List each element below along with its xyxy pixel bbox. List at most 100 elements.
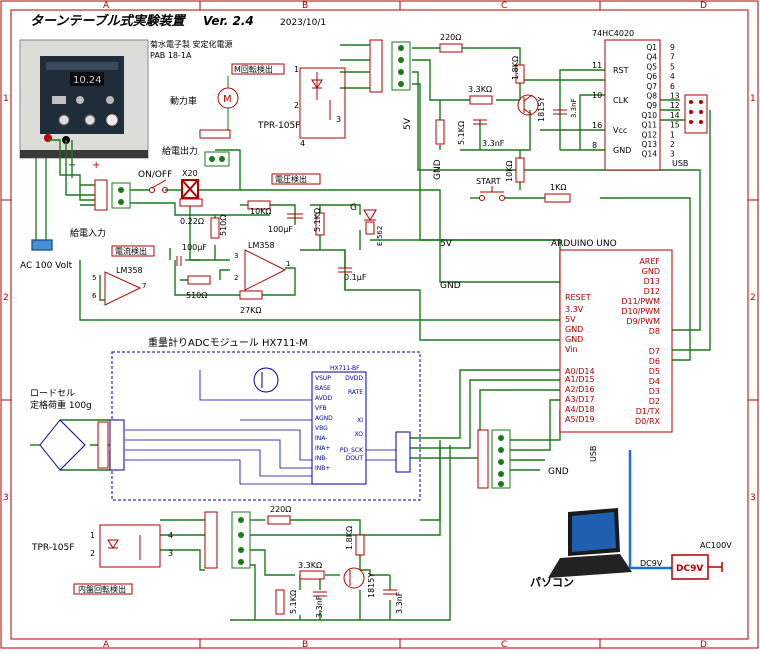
cap-3-3n-top <box>473 119 487 125</box>
tpr-105f-top <box>299 67 346 139</box>
arduino-pin-left: A4/D18 <box>565 405 595 414</box>
adc-module-box <box>111 351 421 501</box>
ic4020-q-pin-name: Q1 <box>646 43 657 52</box>
resistor-3-3k-bot <box>299 570 325 580</box>
ic4020-q-pin-name: Q14 <box>642 150 658 159</box>
voltage-detect-box <box>271 173 321 185</box>
hx711-pin-right: PD_SCK <box>340 447 364 454</box>
arduino-pin-right: D9/PWM <box>626 317 660 326</box>
tpr-105f-bottom <box>99 524 161 568</box>
resistor-1k-start-value: 1KΩ <box>550 183 566 192</box>
ic4020-q-pin-name: Q10 <box>642 111 658 120</box>
arduino-pin-right: D3 <box>649 387 660 396</box>
border-col-b-bottom: B <box>302 640 308 650</box>
ic4020-q-pin-name: Q7 <box>646 82 657 91</box>
current-detect-label: 電流検出 <box>115 246 147 256</box>
mid-connector <box>477 429 511 489</box>
cap-3-3n-bot <box>313 591 327 597</box>
rated-load-label: 定格荷重 100g <box>30 399 92 411</box>
ic4020-q-pin-num: 4 <box>670 72 675 81</box>
page-title: ターンテーブル式実験装置 <box>30 13 187 29</box>
arduino-pin-left: A2/D16 <box>565 385 595 394</box>
ic4020-q-pin-name: Q13 <box>642 140 658 149</box>
tpr-top-pin2: 2 <box>294 101 299 110</box>
arduino-pin-left: A3/D17 <box>565 395 595 404</box>
start-button[interactable] <box>479 186 505 201</box>
border-col-c-top: C <box>501 1 507 11</box>
arduino-pin-right: D8 <box>649 327 660 336</box>
arduino-pin-left: Vin <box>565 345 578 354</box>
arduino-pin-right: D13 <box>644 277 660 286</box>
resistor-3-3k-top <box>469 95 493 105</box>
cap-0-1u-value: 0.1μF <box>344 273 367 282</box>
resistor-1-8k-bot <box>355 534 365 556</box>
arduino-pin-left: GND <box>565 335 583 344</box>
arduino-pin-right: D6 <box>649 357 660 366</box>
loadcell-label: ロードセル <box>30 388 75 399</box>
ic4020-q-pin-num: 9 <box>670 43 675 52</box>
ic4020-q-pin-num: 6 <box>670 82 675 91</box>
tpr-top-pin4: 4 <box>300 139 305 148</box>
ic4020-q-pin-name: Q4 <box>646 53 657 62</box>
resistor-3-3k-top-value: 3.3KΩ <box>468 85 492 94</box>
resistor-0-22-value: 0.22Ω <box>180 217 204 226</box>
ic4020-q-pin-num: 15 <box>670 121 680 130</box>
x20-label: X20 <box>182 169 198 178</box>
ic4020-q-pin-num: 1 <box>670 130 675 139</box>
psu-photo: 10.24 <box>19 39 149 159</box>
gnd-adc-label: GND <box>548 467 569 477</box>
motor: M <box>199 76 239 139</box>
arduino-pin-left: A1/D15 <box>565 375 595 384</box>
lm358-second-label: LM358 <box>116 266 143 275</box>
ic4020-q-pin-name: Q12 <box>642 130 658 139</box>
hx711-pin-left: AGND <box>315 415 333 422</box>
cap-100u-b <box>176 256 182 266</box>
ic4020-pin-num: 11 <box>592 61 602 70</box>
v5-mid-label: 5V <box>440 239 453 249</box>
hx711-pin-right: XO <box>355 431 364 438</box>
lm358-pin6: 6 <box>92 292 97 300</box>
arduino-pin-right: D2 <box>649 397 660 406</box>
inner-rot-box <box>73 583 133 595</box>
arduino-pin-right: D10/PWM <box>621 307 660 316</box>
hx711-pin-left: INA+ <box>315 445 330 452</box>
motor-symbol: M <box>223 94 232 105</box>
ic4020-q-pin-num: 13 <box>670 92 680 101</box>
ac-plug <box>31 158 53 251</box>
arduino-pin-left: A0/D14 <box>565 367 595 376</box>
resistor-10k-div <box>247 200 271 210</box>
ic4020-q-pin-num: 5 <box>670 62 675 71</box>
resistor-5-1k-bot-value: 5.1KΩ <box>289 590 298 614</box>
ic4020-q-pin-name: Q5 <box>646 62 657 71</box>
cap-3-3n-bot2 <box>383 589 397 595</box>
resistor-220-top <box>439 43 463 53</box>
psu-maker: 菊水電子製 安定化電源 <box>150 39 233 49</box>
resistor-5-1k-div-value: 5.1KΩ <box>313 208 322 232</box>
ic4020-pin-name: RST <box>613 66 629 75</box>
feed-out-label: 給電出力 <box>162 145 198 157</box>
power-input-label: 給電入力 <box>70 227 106 239</box>
on-off-switch[interactable] <box>149 179 168 193</box>
ic4020-q-pin-num: 12 <box>670 101 680 110</box>
resistor-1-8k-top-value: 1.8KΩ <box>511 56 520 80</box>
dc9v-adapter-label: DC9V <box>676 564 703 574</box>
transistor-bottom-value: 1815Y <box>367 573 376 598</box>
adc-connector-left <box>97 419 125 471</box>
resistor-5-1k-bot <box>275 589 285 615</box>
resistor-27k-value: 27KΩ <box>240 306 262 315</box>
border-row-3-left: 3 <box>3 493 9 503</box>
resistor-10k-top <box>515 157 525 183</box>
cap-100u-a <box>287 213 303 219</box>
lm358-second <box>104 271 142 306</box>
inner-rot-label: 内盤回転検出 <box>78 584 126 594</box>
hx711-pin-right: DVDD <box>345 375 363 382</box>
cap-3-3n-bot-value: 3.3nF <box>315 595 324 618</box>
ic4020-q-pin-name: Q8 <box>646 92 657 101</box>
arduino-pin-left: 3.3V <box>565 305 584 314</box>
usb-cable <box>628 450 672 570</box>
ic4020-q-pin-name: Q11 <box>642 121 658 130</box>
dip-switch <box>684 94 708 134</box>
resistor-510-v-value: 510Ω <box>219 215 228 236</box>
